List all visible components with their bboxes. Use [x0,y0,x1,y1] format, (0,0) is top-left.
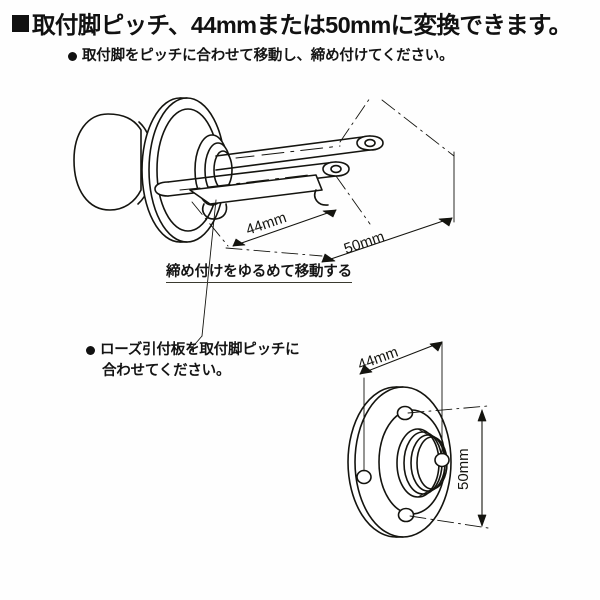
instruction-note-1-line-1: 取付脚をピッチに合わせて移動し、締め付けてください。 [82,48,454,64]
square-bullet-icon [12,14,29,32]
instruction-note-2-line-1: ローズ引付板を取付脚ピッチに [100,342,300,358]
knob-with-mounting-legs-diagram: 44mm 50mm [73,97,455,351]
upper-dimension-50mm: 50mm [342,228,387,258]
round-bullet-icon [68,52,77,61]
rose-backing-plate-diagram: 44mm 50mm [347,341,489,538]
instruction-note-1: 取付脚をピッチに合わせて移動し、締め付けてください。 [68,46,454,67]
page-title-text: 取付脚ピッチ、44mmまたは50mmに変換できます。 [32,12,572,38]
upper-figure-caption: 締め付けをゆるめて移動する [166,260,352,283]
instruction-note-2: ローズ引付板を取付脚ピッチに 合わせてください。 [86,340,300,382]
instruction-note-2-line-2: 合わせてください。 [102,363,231,380]
lower-dimension-50mm: 50mm [455,448,472,490]
page-title: 取付脚ピッチ、44mmまたは50mmに変換できます。 [12,6,572,40]
lower-dimension-44mm: 44mm [356,344,401,374]
round-bullet-icon [86,346,95,355]
